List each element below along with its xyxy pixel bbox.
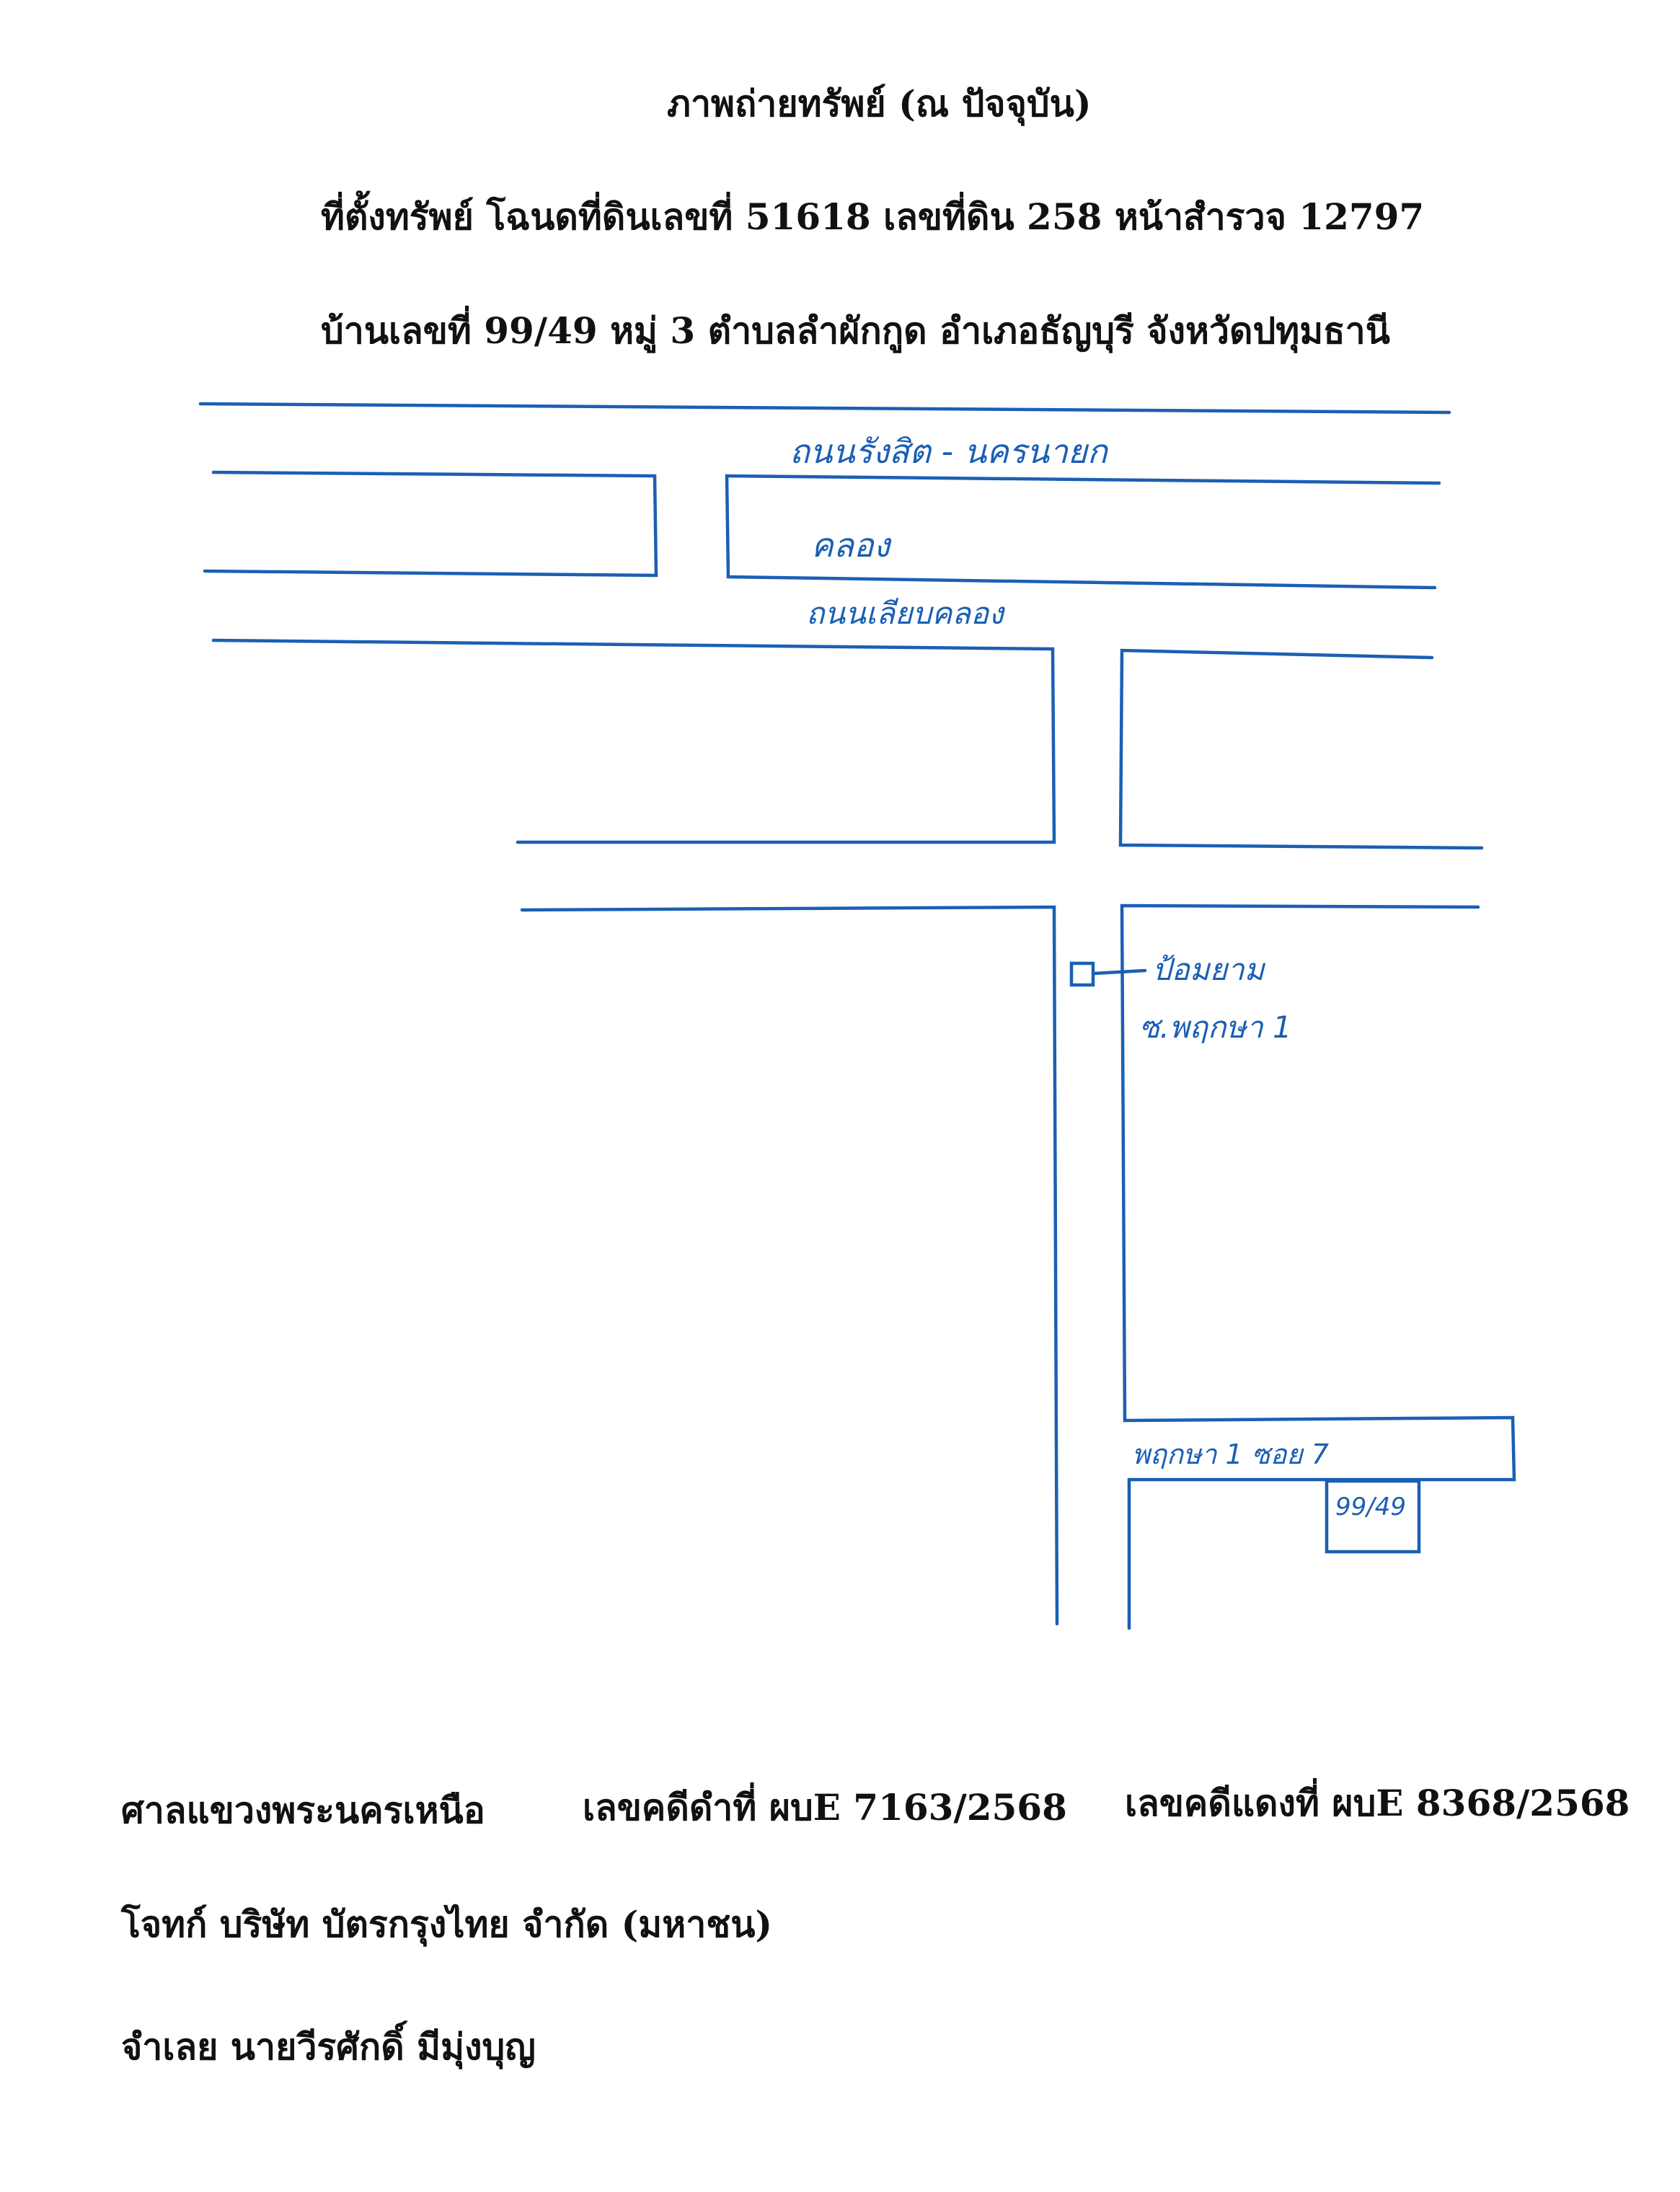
court-name: ศาลแขวงพระนครเหนือ [121,1789,485,1831]
guard-post-marker [1069,961,1095,987]
label-soi-entrance: ซ.พฤกษา 1 [1139,1009,1292,1045]
red-case-number: เลขคดีแดงที่ ผบE 8368/2568 [1125,1782,1630,1824]
soi-edge [1120,903,1516,1630]
road-edge [211,638,1056,844]
black-case-number: เลขคดีดำที่ ผบE 7163/2568 [583,1786,1067,1829]
label-soi-7: พฤกษา 1 ซอย 7 [1132,1438,1329,1470]
label-house-number: 99/49 [1335,1493,1406,1521]
guard-post-pointer [1092,968,1147,976]
document-title: ภาพถ่ายทรัพย์ (ณ ปัจจุบัน) [667,82,1092,125]
house-box [1325,1479,1421,1554]
road-edge [1118,648,1484,850]
label-main-road: ถนนรังสิต - นครนายก [790,432,1108,471]
soi-edge [520,905,1059,1626]
property-location-line: ที่ตั้งทรัพย์ โฉนดที่ดินเลขที่ 51618 เลข… [321,195,1425,238]
defendant-line: จำเลย นายวีรศักดิ์ มีมุ่งบุญ [121,2025,536,2068]
label-canal-road: ถนนเลียบคลอง [806,596,1004,631]
road-edge [198,402,1451,415]
property-address-line: บ้านเลขที่ 99/49 หมู่ 3 ตำบลลำผักกูด อำเ… [321,309,1390,352]
canal-bank-left [203,470,658,578]
plaintiff-line: โจทก์ บริษัท บัตรกรุงไทย จำกัด (มหาชน) [121,1903,773,1945]
label-canal: คลอง [811,526,890,565]
canal-bank-right [725,474,1441,590]
label-guard-post: ป้อมยาม [1152,952,1265,987]
